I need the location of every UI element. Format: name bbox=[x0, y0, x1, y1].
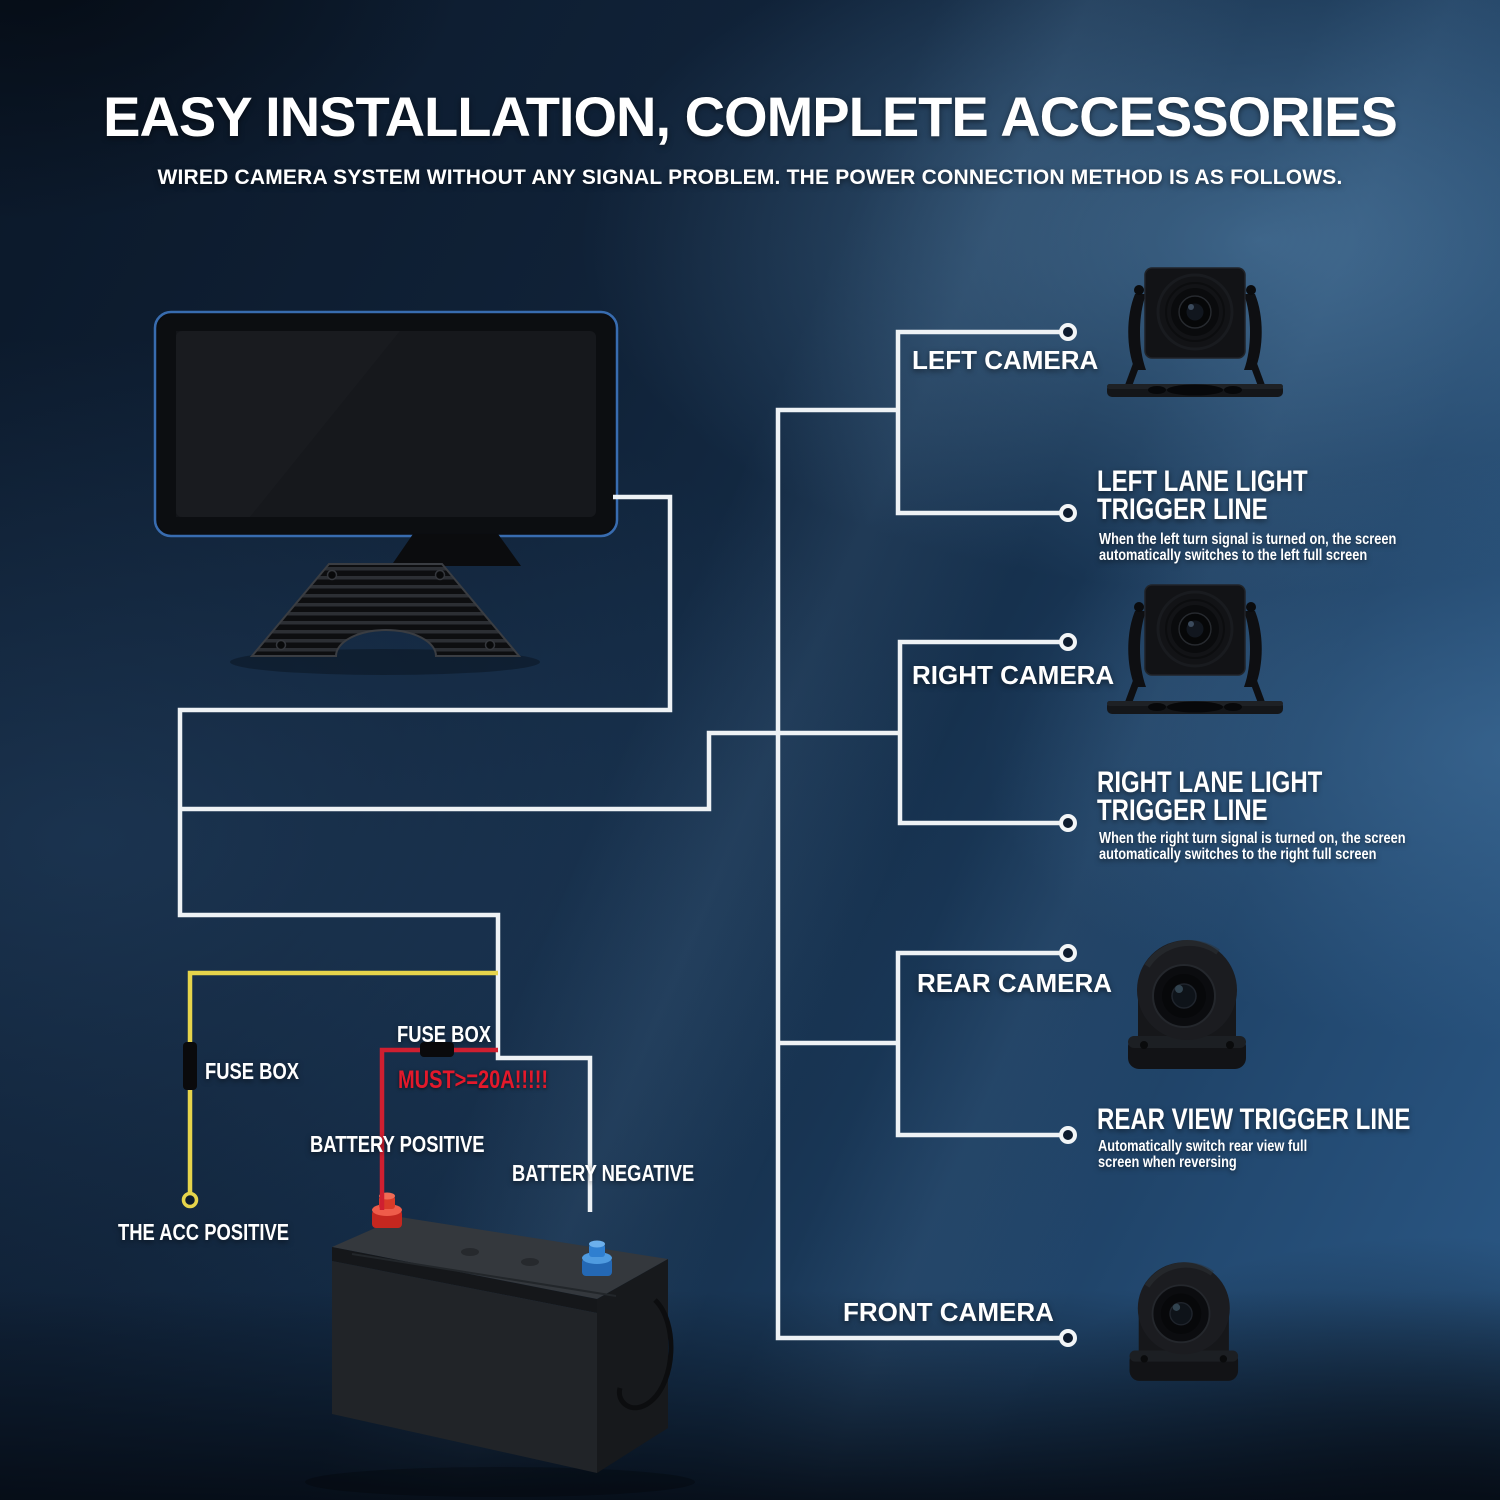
battery-negative-terminal bbox=[582, 1240, 612, 1276]
battery-negative-label: BATTERY NEGATIVE bbox=[512, 1160, 695, 1186]
rear-trigger-description-line2: screen when reversing bbox=[1098, 1153, 1237, 1171]
left-trigger-heading: LEFT LANE LIGHT TRIGGER LINE bbox=[1097, 465, 1308, 526]
battery-fuse-label: FUSE BOX bbox=[397, 1021, 492, 1047]
rear-trigger-description-line1: Automatically switch rear view full bbox=[1098, 1138, 1308, 1155]
right-trigger-description-line1: When the right turn signal is turned on,… bbox=[1099, 830, 1406, 847]
left-trigger-connector-ring bbox=[1059, 504, 1077, 522]
left-camera-label: LEFT CAMERA bbox=[912, 345, 1099, 375]
battery-positive-wire bbox=[379, 1047, 498, 1210]
fuse-warning-label: MUST>=20A!!!!! bbox=[398, 1066, 549, 1094]
left-camera-illustration bbox=[1107, 268, 1283, 397]
monitor-stand-neck bbox=[391, 534, 521, 566]
right-camera-illustration bbox=[1107, 585, 1283, 714]
front-camera-label: FRONT CAMERA bbox=[843, 1297, 1054, 1327]
left-trigger-heading-line1: LEFT LANE LIGHT bbox=[1097, 465, 1308, 498]
right-trigger-description-line2: automatically switches to the right full… bbox=[1099, 845, 1377, 863]
acc-positive-wire bbox=[187, 970, 498, 1193]
page-title: EASY INSTALLATION, COMPLETE ACCESSORIES bbox=[103, 85, 1398, 148]
left-camera-bracket-wire bbox=[895, 329, 1061, 516]
rear-camera-illustration bbox=[1128, 940, 1246, 1069]
left-camera-connector-ring bbox=[1059, 323, 1077, 341]
front-camera-connector-ring bbox=[1059, 1329, 1077, 1347]
rear-trigger-heading-line1: REAR VIEW TRIGGER LINE bbox=[1097, 1103, 1411, 1136]
right-camera-label: RIGHT CAMERA bbox=[912, 660, 1115, 690]
right-branch-wire bbox=[180, 730, 900, 812]
battery-positive-terminal bbox=[372, 1192, 402, 1228]
acc-positive-label: THE ACC POSITIVE bbox=[118, 1219, 290, 1245]
right-camera-bracket-wire bbox=[897, 639, 1061, 826]
right-trigger-heading-line2: TRIGGER LINE bbox=[1097, 794, 1268, 827]
right-trigger-heading: RIGHT LANE LIGHT TRIGGER LINE bbox=[1097, 766, 1323, 827]
acc-fuse-block bbox=[183, 1042, 197, 1090]
right-trigger-connector-ring bbox=[1059, 814, 1077, 832]
camera-trunk-wire bbox=[775, 407, 1061, 1341]
rear-trigger-description: Automatically switch rear view full scre… bbox=[1098, 1139, 1307, 1170]
left-trigger-heading-line2: TRIGGER LINE bbox=[1097, 493, 1268, 526]
monitor-screen bbox=[176, 331, 596, 517]
rear-trigger-heading: REAR VIEW TRIGGER LINE bbox=[1097, 1103, 1411, 1136]
acc-connector-ring bbox=[181, 1191, 199, 1209]
front-camera-illustration bbox=[1130, 1262, 1239, 1381]
right-camera-connector-ring bbox=[1059, 633, 1077, 651]
rear-camera-label: REAR CAMERA bbox=[917, 968, 1112, 998]
left-trigger-description-line1: When the left turn signal is turned on, … bbox=[1099, 531, 1397, 548]
battery-illustration bbox=[305, 1192, 695, 1497]
page-subtitle: WIRED CAMERA SYSTEM WITHOUT ANY SIGNAL P… bbox=[157, 166, 1343, 189]
monitor-to-battery-negative-wire bbox=[177, 494, 673, 1212]
monitor-illustration bbox=[153, 310, 619, 675]
battery-fuse-block bbox=[420, 1042, 454, 1057]
right-trigger-heading-line1: RIGHT LANE LIGHT bbox=[1097, 766, 1323, 799]
right-trigger-description: When the right turn signal is turned on,… bbox=[1099, 831, 1406, 862]
rear-camera-connector-ring bbox=[1059, 944, 1077, 962]
monitor-stand-base bbox=[249, 563, 522, 657]
left-trigger-description: When the left turn signal is turned on, … bbox=[1099, 532, 1396, 563]
battery-positive-label: BATTERY POSITIVE bbox=[310, 1131, 485, 1157]
acc-fuse-label: FUSE BOX bbox=[205, 1058, 300, 1084]
rear-trigger-connector-ring bbox=[1059, 1126, 1077, 1144]
left-trigger-description-line2: automatically switches to the left full … bbox=[1099, 546, 1368, 564]
